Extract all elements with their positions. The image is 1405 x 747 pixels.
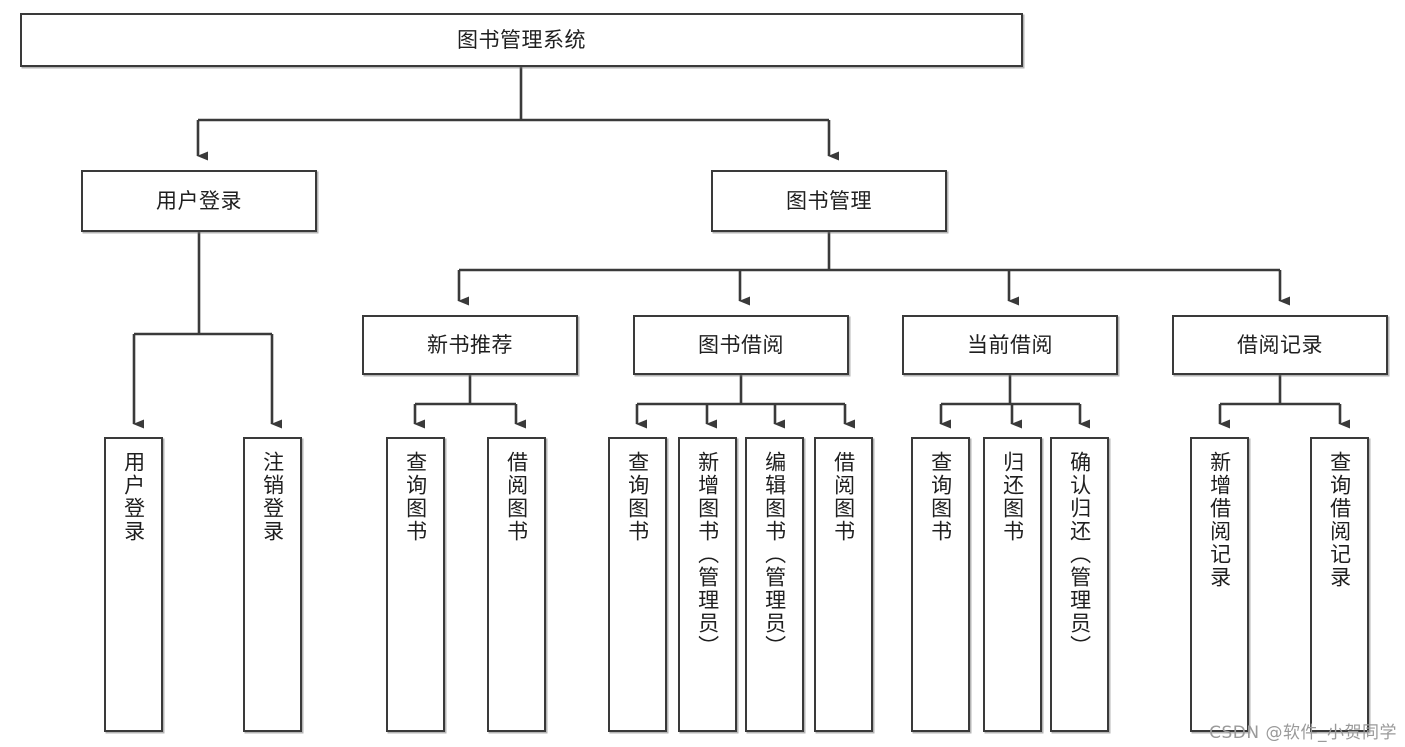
- node-current-borrow[interactable]: 当前借阅: [902, 315, 1118, 375]
- node-user-login-label: 用户登录: [156, 188, 242, 213]
- node-leaf-user-login-label: 用户登录: [121, 451, 146, 543]
- node-book-manage-label: 图书管理: [786, 188, 872, 213]
- node-leaf-query-book-borrow[interactable]: 查询图书: [608, 437, 667, 732]
- node-leaf-borrow-book-rec[interactable]: 借阅图书: [487, 437, 546, 732]
- node-leaf-edit-book-admin-label: 编辑图书（管理员）: [762, 451, 787, 658]
- node-book-manage[interactable]: 图书管理: [711, 170, 947, 232]
- edge-bookborrow-to-leaves: [635, 375, 855, 429]
- node-leaf-user-login[interactable]: 用户登录: [104, 437, 163, 732]
- node-leaf-confirm-return-admin-label: 确认归还（管理员）: [1067, 451, 1092, 658]
- node-leaf-logout-login-label: 注销登录: [260, 451, 285, 543]
- csdn-watermark: CSDN @软件_小贺同学: [1209, 723, 1397, 743]
- edge-currentborrow-to-leaves: [939, 375, 1090, 429]
- node-leaf-return-book[interactable]: 归还图书: [983, 437, 1042, 732]
- node-leaf-confirm-return-admin[interactable]: 确认归还（管理员）: [1050, 437, 1109, 732]
- node-book-borrow-label: 图书借阅: [698, 332, 784, 357]
- node-leaf-add-book-admin-label: 新增图书（管理员）: [695, 451, 720, 658]
- edge-newbook-to-leaves: [413, 375, 526, 429]
- node-user-login[interactable]: 用户登录: [81, 170, 317, 232]
- edge-userlogin-to-leaves: [132, 232, 282, 429]
- node-root-label: 图书管理系统: [457, 27, 586, 52]
- node-leaf-query-book-rec-label: 查询图书: [403, 451, 428, 543]
- node-leaf-query-book-current[interactable]: 查询图书: [911, 437, 970, 732]
- node-borrow-record[interactable]: 借阅记录: [1172, 315, 1388, 375]
- node-book-borrow[interactable]: 图书借阅: [633, 315, 849, 375]
- node-leaf-borrow-book-rec-label: 借阅图书: [504, 451, 529, 543]
- node-leaf-edit-book-admin[interactable]: 编辑图书（管理员）: [745, 437, 804, 732]
- node-leaf-logout-login[interactable]: 注销登录: [243, 437, 302, 732]
- node-leaf-return-book-label: 归还图书: [1000, 451, 1025, 543]
- node-current-borrow-label: 当前借阅: [967, 332, 1053, 357]
- node-leaf-query-book-current-label: 查询图书: [928, 451, 953, 543]
- node-leaf-add-book-admin[interactable]: 新增图书（管理员）: [678, 437, 737, 732]
- node-leaf-borrow-book-label: 借阅图书: [831, 451, 856, 543]
- node-leaf-query-borrow-record-label: 查询借阅记录: [1327, 451, 1352, 589]
- edge-bookmanage-to-level3: [457, 232, 1290, 306]
- edge-root-to-level2: [196, 67, 839, 161]
- node-leaf-query-book-rec[interactable]: 查询图书: [386, 437, 445, 732]
- node-new-book-recommend-label: 新书推荐: [427, 332, 513, 357]
- node-leaf-borrow-book[interactable]: 借阅图书: [814, 437, 873, 732]
- node-borrow-record-label: 借阅记录: [1237, 332, 1323, 357]
- node-leaf-add-borrow-record-label: 新增借阅记录: [1207, 451, 1232, 589]
- node-leaf-query-book-borrow-label: 查询图书: [625, 451, 650, 543]
- node-leaf-add-borrow-record[interactable]: 新增借阅记录: [1190, 437, 1249, 732]
- node-leaf-query-borrow-record[interactable]: 查询借阅记录: [1310, 437, 1369, 732]
- node-root[interactable]: 图书管理系统: [20, 13, 1023, 67]
- edge-borrowrecord-to-leaves: [1218, 375, 1350, 429]
- node-new-book-recommend[interactable]: 新书推荐: [362, 315, 578, 375]
